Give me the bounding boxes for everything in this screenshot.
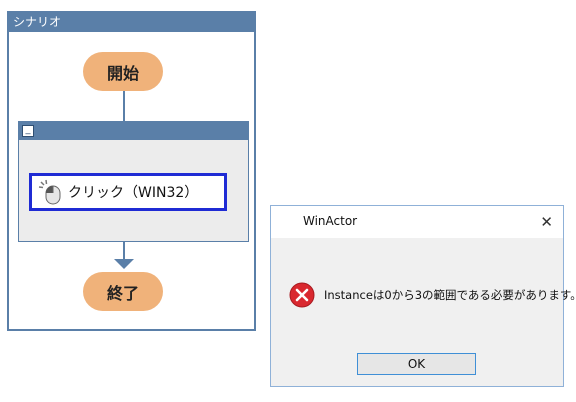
scenario-panel: シナリオ 開始 _ クリック（WIN32） 終了 bbox=[7, 11, 256, 331]
group-node[interactable]: _ クリック（WIN32） bbox=[18, 121, 249, 242]
dialog-title: WinActor bbox=[303, 214, 358, 228]
close-icon[interactable]: ✕ bbox=[540, 213, 553, 231]
group-minimize-button[interactable]: _ bbox=[22, 125, 34, 137]
error-icon bbox=[289, 282, 315, 308]
ok-button[interactable]: OK bbox=[357, 353, 476, 375]
flow-connector-bottom bbox=[123, 242, 125, 260]
error-message: Instanceは0から3の範囲である必要があります。 bbox=[324, 288, 576, 302]
dialog-titlebar: WinActor ✕ bbox=[271, 206, 563, 238]
start-node[interactable]: 開始 bbox=[83, 52, 163, 91]
end-node[interactable]: 終了 bbox=[83, 272, 163, 311]
flow-connector-top bbox=[123, 91, 125, 121]
group-header: _ bbox=[19, 122, 248, 140]
flow-arrow-icon bbox=[114, 259, 134, 269]
scenario-panel-title: シナリオ bbox=[9, 13, 254, 32]
mouse-icon bbox=[38, 179, 61, 205]
click-win32-node[interactable]: クリック（WIN32） bbox=[29, 173, 227, 211]
click-win32-label: クリック（WIN32） bbox=[68, 185, 199, 201]
error-dialog: WinActor ✕ Instanceは0から3の範囲である必要があります。 O… bbox=[270, 205, 576, 387]
